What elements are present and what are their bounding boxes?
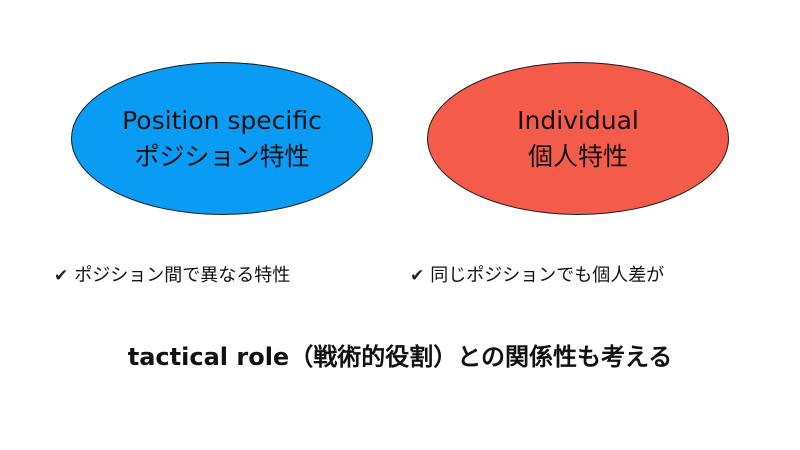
position-specific-ellipse: Position specific ポジション特性 (71, 62, 373, 215)
position-specific-subtitle: ポジション特性 (134, 141, 310, 171)
summary-text: tactical role（戦術的役割）との関係性も考える (127, 343, 673, 371)
individual-note: ✔ 同じポジションでも個人差が (410, 263, 664, 289)
position-note-text: ポジション間で異なる特性 (74, 265, 291, 286)
individual-subtitle: 個人特性 (527, 141, 628, 171)
check-mark-icon: ✔ (410, 266, 425, 286)
individual-note-text: 同じポジションでも個人差が (430, 265, 665, 286)
check-mark-icon: ✔ (54, 266, 69, 286)
individual-title: Individual (517, 105, 639, 135)
position-note: ✔ ポジション間で異なる特性 (54, 263, 290, 289)
position-specific-title: Position specific (122, 105, 322, 135)
individual-ellipse: Individual 個人特性 (427, 62, 729, 215)
